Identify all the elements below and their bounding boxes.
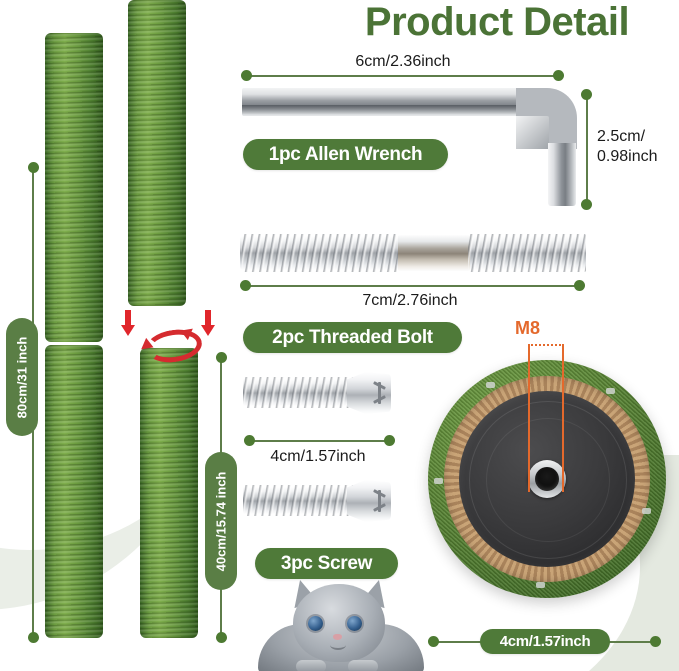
dimension-post-half-label-badge: 40cm/15.74 inch [205,452,237,590]
m8-label: M8 [515,318,541,338]
dimension-post-full-label: 80cm/31 inch [14,336,30,418]
bolt-length-label: 7cm/2.76inch [362,292,458,309]
badge-threaded-bolt: 2pc Threaded Bolt [243,322,462,353]
post-separated-lower-section [140,348,198,638]
kitten-photo [252,576,428,671]
post-assembled-lower-section [45,345,103,638]
badge-screw: 3pc Screw [255,548,398,579]
threaded-bolt-graphic [240,230,586,276]
page-title: Product Detail [364,0,630,44]
badge-allen-wrench: 1pc Allen Wrench [243,139,448,170]
screw-length-label: 4cm/1.57inch [270,448,366,465]
base-diameter-label: 4cm/1.57inch [480,629,610,654]
screw-graphic-bottom [243,480,391,522]
dimension-post-half-label: 40cm/15.74 inch [213,471,229,571]
base-disc-graphic [428,360,666,598]
post-assembled-upper-section [45,33,103,342]
dimension-post-full-label-badge: 80cm/31 inch [6,318,38,436]
allen-wrench-graphic [242,88,577,206]
wrench-height-label-line2: 0.98inch [597,148,658,165]
wrench-height-label-line1: 2.5cm/ [597,128,646,145]
post-separated-upper-section [128,0,186,306]
wrench-length-label: 6cm/2.36inch [355,53,451,70]
screw-graphic-top [243,372,391,414]
m8-dotted-connector [528,344,564,346]
